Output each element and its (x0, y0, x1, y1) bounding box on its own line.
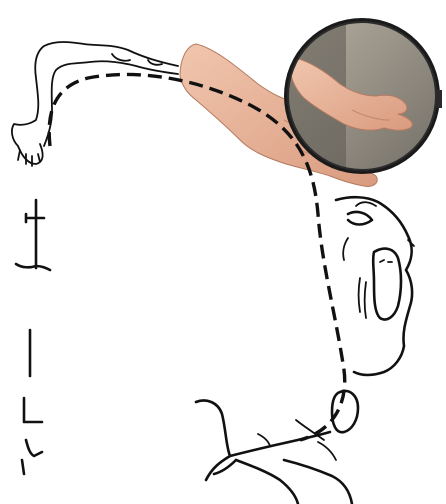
spinal-segment-marks (16, 200, 50, 474)
amputated-limb-sketch (12, 42, 178, 166)
screaming-face-sketch (336, 197, 414, 375)
neuron-sketch (196, 401, 352, 504)
